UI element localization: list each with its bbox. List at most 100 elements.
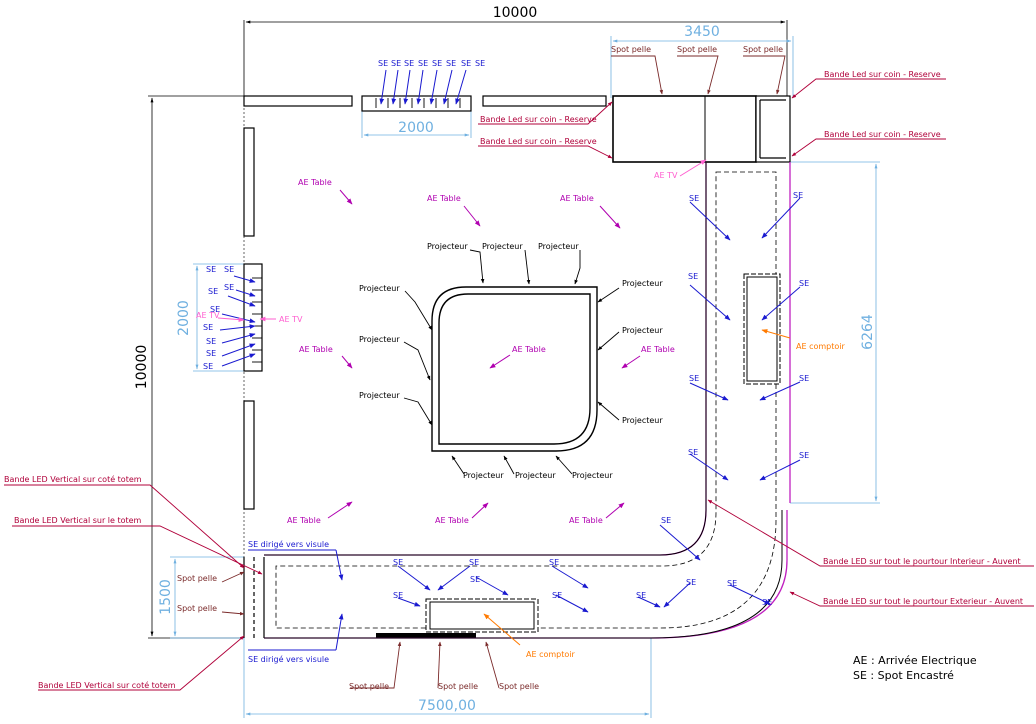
spot-pelle-label: Spot pelle bbox=[438, 682, 478, 691]
comptoir-bottom bbox=[425, 598, 539, 633]
se-label: SE bbox=[446, 59, 456, 68]
ae-table-label: AE Table bbox=[299, 345, 333, 354]
projecteur-label: Projecteur bbox=[359, 284, 400, 293]
ae-comptoir-label-bottom: AE comptoir bbox=[526, 650, 575, 659]
led-exterieur-label: Bande LED sur tout le pourtour Exterieur… bbox=[823, 597, 1023, 606]
led-coin-reserve-label: Bande Led sur coin - Reserve bbox=[824, 130, 941, 139]
se-right-labels: SE SE SE SE SE SE SE SE SE SE SE SE SE S… bbox=[248, 191, 809, 664]
projecteur-label: Projecteur bbox=[515, 471, 556, 480]
spot-pelle-label: Spot pelle bbox=[349, 682, 389, 691]
central-table bbox=[431, 286, 598, 452]
se-label: SE bbox=[224, 265, 234, 274]
comptoir-right bbox=[743, 273, 781, 385]
projecteur-label: Projecteur bbox=[359, 391, 400, 400]
spot-pelle-label: Spot pelle bbox=[177, 604, 217, 613]
se-label: SE bbox=[432, 59, 442, 68]
spot-pelle-labels: Spot pelle Spot pelle Spot pelle Spot pe… bbox=[177, 45, 783, 691]
ae-comptoir-label-right: AE comptoir bbox=[796, 342, 845, 351]
ae-tv-label: AE TV bbox=[196, 311, 220, 320]
se-label: SE bbox=[475, 59, 485, 68]
se-label: SE bbox=[203, 323, 213, 332]
projecteur-label: Projecteur bbox=[359, 335, 400, 344]
led-vertical-cote-totem-label-bottom: Bande LED Vertical sur coté totem bbox=[38, 680, 176, 690]
se-top-labels: SE SE SE SE SE SE SE SE bbox=[378, 59, 485, 68]
se-label: SE bbox=[210, 305, 220, 314]
dimension-bottom bbox=[243, 638, 652, 718]
se-label: SE bbox=[689, 194, 699, 203]
spot-pelle-label: Spot pelle bbox=[743, 45, 783, 54]
se-label: SE bbox=[224, 283, 234, 292]
se-label: SE bbox=[418, 59, 428, 68]
legend-se: SE : Spot Encastré bbox=[853, 669, 954, 682]
led-vertical-cote-totem-label: Bande LED Vertical sur coté totem bbox=[4, 474, 142, 484]
ae-table-labels: AE Table AE Table AE Table AE Table AE T… bbox=[287, 178, 675, 525]
se-label: SE bbox=[799, 279, 809, 288]
dimension-right-top bbox=[610, 36, 794, 98]
walls bbox=[243, 95, 791, 638]
projecteur-arrows bbox=[403, 249, 620, 475]
se-label: SE bbox=[688, 448, 698, 457]
dimension-left-screen-value: 2000 bbox=[176, 300, 192, 336]
dimension-top bbox=[243, 20, 788, 96]
se-label: SE bbox=[549, 558, 559, 567]
ae-table-label: AE Table bbox=[287, 516, 321, 525]
ae-tv-labels: AE TV AE TV AE TV bbox=[196, 171, 678, 324]
ae-table-label: AE Table bbox=[512, 345, 546, 354]
se-label: SE bbox=[688, 272, 698, 281]
dimension-right-top-value: 3450 bbox=[684, 24, 720, 40]
projecteur-label: Projecteur bbox=[622, 279, 663, 288]
dimension-top-screen bbox=[361, 108, 472, 138]
projecteur-label: Projecteur bbox=[482, 242, 523, 251]
se-label: SE bbox=[762, 598, 772, 607]
spot-pelle-label: Spot pelle bbox=[611, 45, 651, 54]
ae-tv-label: AE TV bbox=[654, 171, 678, 180]
se-label: SE bbox=[208, 287, 218, 296]
se-label: SE bbox=[393, 558, 403, 567]
led-coin-reserve-label: Bande Led sur coin - Reserve bbox=[824, 70, 941, 79]
se-left-labels: SE SE SE SE SE SE SE SE SE bbox=[203, 265, 234, 371]
se-label: SE bbox=[470, 575, 480, 584]
dimension-bottom-value: 7500,00 bbox=[418, 698, 476, 714]
projecteur-label: Projecteur bbox=[622, 416, 663, 425]
se-label: SE bbox=[636, 591, 646, 600]
se-label: SE bbox=[686, 578, 696, 587]
se-label: SE bbox=[793, 191, 803, 200]
projecteur-labels: Projecteur Projecteur Projecteur Project… bbox=[359, 242, 663, 480]
legend-ae: AE : Arrivée Electrique bbox=[853, 654, 977, 667]
ae-table-label: AE Table bbox=[641, 345, 675, 354]
top-screen-slats bbox=[375, 98, 461, 108]
led-arrows bbox=[4, 78, 1034, 691]
led-labels: Bande Led sur coin - Reserve Bande Led s… bbox=[4, 70, 1023, 690]
ae-table-label: AE Table bbox=[427, 194, 461, 203]
led-coin-reserve-label: Bande Led sur coin - Reserve bbox=[480, 137, 597, 146]
spot-pelle-arrows bbox=[221, 55, 786, 689]
ae-table-label: AE Table bbox=[560, 194, 594, 203]
se-label: SE bbox=[391, 59, 401, 68]
se-label: SE bbox=[469, 558, 479, 567]
led-vertical-sur-totem-label: Bande LED Vertical sur le totem bbox=[14, 516, 142, 525]
spot-pelle-label: Spot pelle bbox=[177, 574, 217, 583]
ae-tv-label: AE TV bbox=[279, 315, 303, 324]
se-label: SE bbox=[689, 374, 699, 383]
se-label: SE bbox=[206, 265, 216, 274]
left-screen-slats bbox=[252, 277, 262, 363]
dimension-left-value: 10000 bbox=[134, 345, 150, 390]
dimension-right bbox=[790, 161, 880, 504]
dimension-top-value: 10000 bbox=[493, 5, 538, 21]
led-interieur-label: Bande LED sur tout le pourtour Interieur… bbox=[823, 557, 1021, 566]
ae-comptoir-arrows bbox=[483, 329, 791, 646]
se-label: SE bbox=[206, 337, 216, 346]
se-label: SE bbox=[393, 591, 403, 600]
se-label: SE bbox=[799, 374, 809, 383]
led-coin-reserve-label: Bande Led sur coin - Reserve bbox=[480, 115, 597, 124]
ae-table-label: AE Table bbox=[298, 178, 332, 187]
spot-pelle-label: Spot pelle bbox=[499, 682, 539, 691]
projecteur-label: Projecteur bbox=[572, 471, 613, 480]
auvent-outline-black bbox=[264, 162, 783, 639]
ae-tv-arrows bbox=[217, 159, 707, 322]
projecteur-label: Projecteur bbox=[538, 242, 579, 251]
dimension-bottom-left-value: 1500 bbox=[158, 579, 174, 615]
projecteur-label: Projecteur bbox=[622, 326, 663, 335]
se-label: SE bbox=[203, 362, 213, 371]
